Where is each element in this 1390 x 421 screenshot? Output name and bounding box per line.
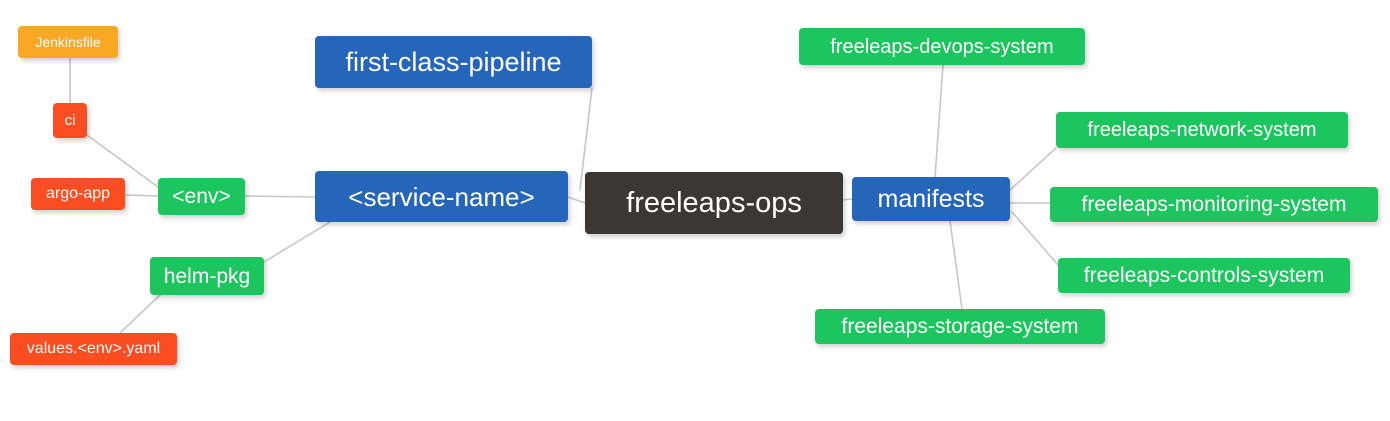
edge-service-name-to-env (244, 195, 316, 198)
node-first-class-pipeline[interactable]: first-class-pipeline (315, 36, 592, 88)
node-helm-pkg[interactable]: helm-pkg (150, 257, 264, 295)
node-manifests[interactable]: manifests (852, 177, 1010, 221)
node-freeleaps-controls-system[interactable]: freeleaps-controls-system (1058, 258, 1350, 293)
node-freeleaps-monitoring-system[interactable]: freeleaps-monitoring-system (1050, 187, 1378, 222)
edge-env-to-argo-app (124, 194, 159, 197)
node-jenkinsfile[interactable]: Jenkinsfile (18, 26, 118, 58)
node-freeleaps-network-system[interactable]: freeleaps-network-system (1056, 112, 1348, 148)
edge-helm-pkg-to-values-env-yaml (119, 294, 161, 334)
edge-manifests-to-freeleaps-devops-system (934, 64, 944, 178)
node-env[interactable]: <env> (158, 178, 245, 215)
node-freeleaps-ops[interactable]: freeleaps-ops (585, 172, 843, 234)
node-ci[interactable]: ci (53, 103, 87, 138)
node-argo-app[interactable]: argo-app (31, 178, 125, 210)
node-service-name[interactable]: <service-name> (315, 171, 568, 222)
node-values-env-yaml[interactable]: values.<env>.yaml (10, 333, 177, 365)
edge-freeleaps-ops-to-service-name (567, 196, 586, 204)
edge-manifests-to-freeleaps-network-system (1009, 147, 1057, 191)
node-freeleaps-storage-system[interactable]: freeleaps-storage-system (815, 309, 1105, 344)
edge-service-name-to-helm-pkg (263, 221, 331, 263)
node-freeleaps-devops-system[interactable]: freeleaps-devops-system (799, 28, 1085, 65)
edge-manifests-to-freeleaps-storage-system (949, 220, 963, 310)
edge-freeleaps-ops-to-manifests (842, 198, 853, 201)
